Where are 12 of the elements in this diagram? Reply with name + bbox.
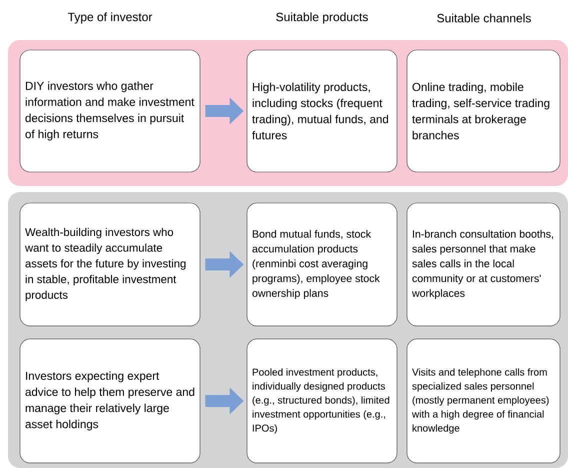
text-box: Online trading, mobile trading, self-service trading terminals at brokerage branches	[406, 50, 560, 172]
text-box: Pooled investment products, individually designed products (e.g., structured bonds), limited investment opportunities (e.g., IPOs)	[246, 338, 398, 464]
text-box: Bond mutual funds, stock accumulation products (renminbi cost averaging programs), employee stock ownership plans	[246, 202, 398, 326]
column-header: Suitable products	[276, 12, 368, 24]
text-box: Visits and telephone calls from specialized sales personnel (mostly permanent employees) with a high degree of financial knowledge	[406, 338, 560, 464]
text-box: Investors expecting expert advice to help them preserve and manage their relatively large asset holdings	[20, 338, 200, 464]
text-box: Wealth-building investors who want to steadily accumulate assets for the future by investing in stable, profitable investment products	[20, 202, 200, 326]
text-box: DIY investors who gather information and make investment decisions themselves in pursuit of high returns	[20, 50, 200, 172]
column-header: Suitable channels	[437, 14, 531, 22]
column-header: Type of investor	[68, 12, 152, 24]
text-box: In-branch consultation booths, sales personnel that make sales calls in the local community or at customers' workplaces	[406, 202, 560, 326]
text-box: High-volatility products, including stocks (frequent trading), mutual funds, and futures	[246, 50, 398, 172]
